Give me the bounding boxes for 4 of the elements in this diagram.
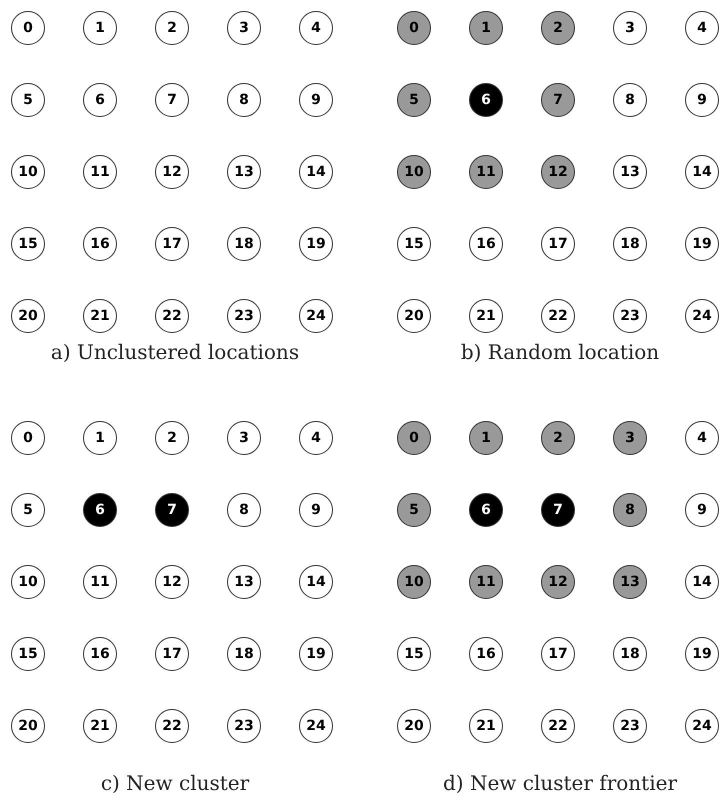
panel-caption: b) Random location [460,342,660,362]
panel-caption: a) Unclustered locations [50,342,300,362]
panel-caption: c) New cluster [100,773,250,793]
panel-caption: d) New cluster frontier [442,773,678,793]
